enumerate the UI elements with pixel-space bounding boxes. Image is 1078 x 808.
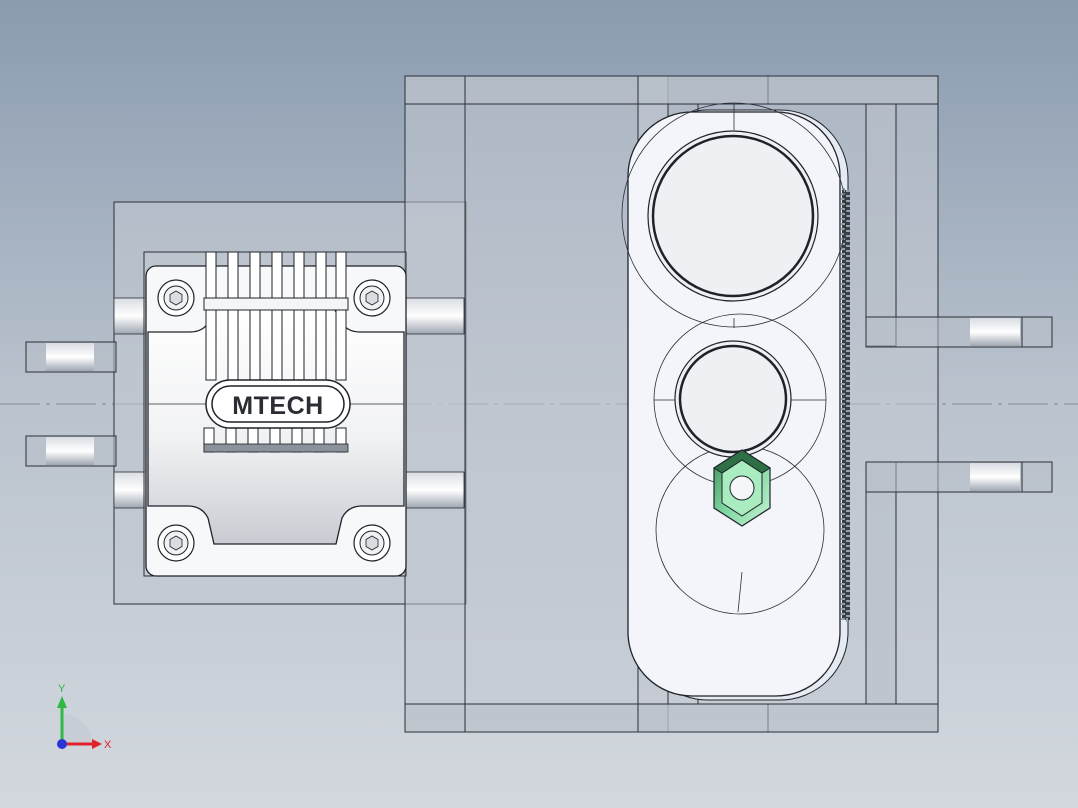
stepper-motor[interactable]: MTECH [143,251,407,577]
hex-nut[interactable] [713,449,771,527]
mount-tab-upper-right [865,316,1053,348]
bottom-rail [404,703,939,733]
center-plate [404,75,669,733]
right-bracket[interactable] [865,103,1053,705]
motor-label-plate [205,379,351,429]
y-axis-label: Y [58,683,66,695]
coordinate-triad: Y X [57,683,112,751]
large-pulley-bore [647,130,819,302]
y-axis-arrowhead [57,696,67,708]
x-axis-arrowhead [92,739,102,749]
left-mount-tabs[interactable] [25,341,117,467]
x-axis-label: X [104,739,112,751]
small-pulley-bore [674,340,792,458]
z-axis-dot [57,739,67,749]
mount-tab-lower-right [865,461,1053,493]
motor-screws [157,279,391,562]
pulley-housing[interactable] [621,102,850,701]
top-rail [404,75,939,105]
motor-cooling-fins [203,251,349,453]
motor-brand-label: MTECH [232,392,323,420]
